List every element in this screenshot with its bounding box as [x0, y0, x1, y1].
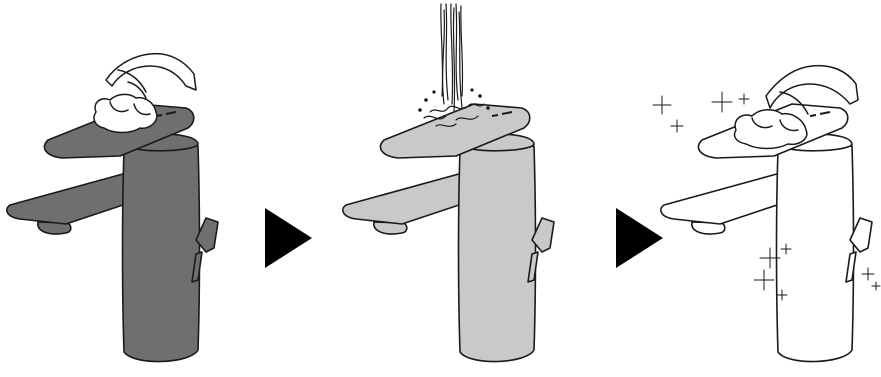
faucet-dark — [7, 104, 218, 362]
step-2-rinse — [343, 4, 554, 362]
next-step-arrow-1 — [265, 208, 312, 268]
step-1-wipe — [7, 54, 218, 362]
faucet-grey — [343, 104, 554, 362]
next-step-arrow-2 — [616, 208, 663, 268]
step-3-polish — [653, 66, 880, 362]
